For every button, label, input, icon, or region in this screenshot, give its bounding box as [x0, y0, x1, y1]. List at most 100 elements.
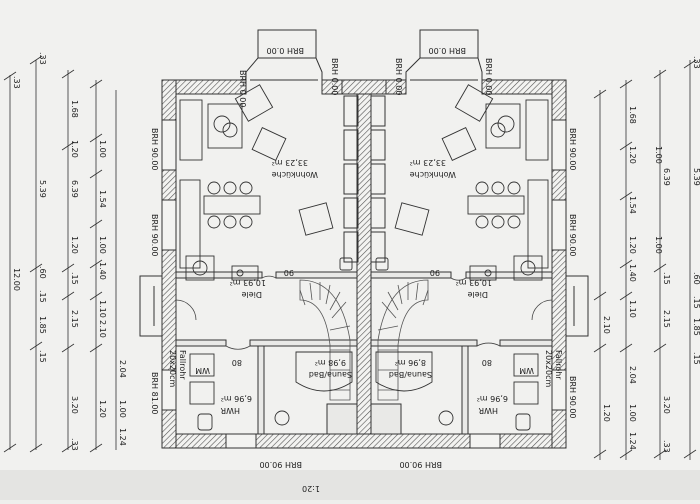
label-right-door-90: 90 — [430, 268, 440, 277]
sauna-bath-left — [295, 351, 353, 392]
dim-right-154: 1.54 — [628, 196, 637, 214]
interior-walls — [175, 271, 553, 435]
room-right-hall-area: 10,93 m² — [456, 278, 492, 287]
label-brh-90-right-a: BRH 90.00 — [568, 128, 577, 171]
room-left-bath-area: 9,98 m² — [315, 358, 346, 367]
dim-left-154: 1.54 — [98, 190, 107, 208]
room-right-living-area: 33,23 m² — [410, 158, 446, 167]
wc-left — [274, 410, 290, 426]
dim-left-124: 1.24 — [118, 428, 127, 446]
dim-left-60: .60 — [38, 266, 47, 279]
label-left-wm: WM — [195, 366, 210, 375]
room-left-hwr-area: 6,96 m² — [221, 394, 252, 403]
label-brh-81-left: BRH 81.00 — [150, 372, 159, 415]
room-left-living-area: 33,23 m² — [272, 158, 308, 167]
dim-right-185: 1.85 — [692, 318, 700, 336]
label-right-door-80: 80 — [482, 358, 492, 367]
room-left-hall-name: Diele — [241, 290, 262, 299]
room-left-hall-area: 10,93 m² — [230, 278, 266, 287]
party-wall-columns — [343, 95, 386, 263]
kitchen-counter-right — [527, 179, 549, 269]
label-brh-90-lower-right: BRH 90.00 — [568, 376, 577, 419]
label-fallrohr-right-size: 20x20cm — [544, 350, 553, 387]
armchair-right-1 — [454, 84, 494, 122]
coffee-table-left — [207, 103, 243, 149]
dim-right-15c: .15 — [662, 272, 671, 285]
staircase-left — [299, 279, 351, 401]
dining-table-right — [467, 195, 525, 215]
dim-right-33-top: .33 — [692, 56, 700, 69]
wc-right — [438, 410, 454, 426]
furniture-right — [375, 84, 549, 431]
dim-right-210: 2.10 — [602, 316, 611, 334]
kitchen-counter-left — [179, 179, 201, 269]
room-left-bath-name: Sauna/Bad — [309, 370, 352, 379]
dim-right-168: 1.68 — [628, 106, 637, 124]
dim-left-168: 1.68 — [70, 100, 79, 118]
dim-left-15b: .15 — [38, 350, 47, 363]
label-fallrohr-left: Fallrohr — [178, 350, 187, 380]
stove-right — [513, 255, 543, 281]
dimension-labels-right: 6.39 5.39 2.15 3.20 1.68 1.20 1.00 1.54 … — [602, 56, 700, 453]
label-brh-90-bottom-right: BRH 90.00 — [399, 460, 442, 469]
armchair-right-3 — [394, 202, 430, 236]
dimension-labels-left: 12.00 5.39 6.39 2.15 3.20 1.68 1.20 1.00… — [12, 52, 127, 451]
dim-left-15c: .15 — [70, 272, 79, 285]
dim-right-100a: 1.00 — [654, 146, 663, 164]
label-fallrohr-left-size: 20x20cm — [168, 350, 177, 387]
label-right-wm: WM — [519, 366, 534, 375]
dim-right-110: 1.10 — [628, 300, 637, 318]
label-brh-90-bottom-left: BRH 90.00 — [259, 460, 302, 469]
label-brh-0-right-b: BRH 0.00 — [429, 46, 466, 55]
dim-left-120b: 1.20 — [70, 236, 79, 254]
armchair-left-3 — [298, 202, 334, 236]
dim-left-539: 5.39 — [38, 180, 47, 198]
dim-right-539: 5.39 — [692, 168, 700, 186]
toilet-left — [197, 413, 213, 431]
wm-box-left — [189, 353, 215, 377]
bay-window-right — [405, 29, 483, 94]
armchair-right-2 — [441, 127, 477, 161]
room-right-bath-area: 8,96 m² — [395, 358, 426, 367]
dim-left-100b: 1.00 — [98, 236, 107, 254]
dim-left-320: 3.20 — [70, 396, 79, 414]
dim-left-120c: 1.20 — [98, 400, 107, 418]
scale-footer: 1:20 — [302, 484, 320, 493]
dimension-chains-left — [3, 55, 117, 453]
dimension-chains-right — [593, 59, 697, 460]
wm-box-right — [513, 353, 539, 377]
dim-left-15a: .15 — [38, 290, 47, 303]
sofa-left — [179, 99, 203, 161]
armchair-left-1 — [234, 84, 274, 122]
label-brh-90-left-b: BRH 90.00 — [150, 214, 159, 257]
stove-left — [185, 255, 215, 281]
label-brh-0-right-c: BRH 0.00 — [484, 58, 493, 95]
dim-right-140: 1.40 — [628, 264, 637, 282]
room-right-bath-name: Sauna/Bad — [389, 370, 432, 379]
dim-right-204: 2.04 — [628, 366, 637, 384]
label-brh-0-left-c: BRH 0.00 — [330, 58, 339, 95]
dim-left-outer-1200: 12.00 — [12, 268, 21, 291]
room-left-living-name: Wohnküche — [272, 170, 318, 179]
staircase-right — [377, 279, 429, 401]
dining-table-left — [203, 195, 261, 215]
sink-left — [231, 265, 259, 281]
dim-left-215: 2.15 — [70, 310, 79, 328]
dim-left-204: 2.04 — [118, 360, 127, 378]
dim-left-140: 1.40 — [98, 262, 107, 280]
door-swings — [175, 275, 553, 350]
room-right-hwr-name: HWR — [478, 406, 498, 415]
coffee-table-right — [485, 103, 521, 149]
dim-right-120b: 1.20 — [628, 236, 637, 254]
label-brh-0-left-a: BRH 0.00 — [238, 70, 247, 107]
room-right-hall-name: Diele — [467, 290, 488, 299]
sofa-right — [525, 99, 549, 161]
plan-labels: BRH 0.00 BRH 0.00 BRH 0.00 BRH 0.00 BRH … — [150, 46, 577, 469]
bay-window-left — [245, 29, 323, 94]
dim-right-100c: 1.00 — [628, 404, 637, 422]
dim-right-215: 2.15 — [662, 310, 671, 328]
dim-left-639: 6.39 — [70, 180, 79, 198]
dim-right-124: 1.24 — [628, 432, 637, 450]
room-right-hwr-area: 6,96 m² — [477, 394, 508, 403]
